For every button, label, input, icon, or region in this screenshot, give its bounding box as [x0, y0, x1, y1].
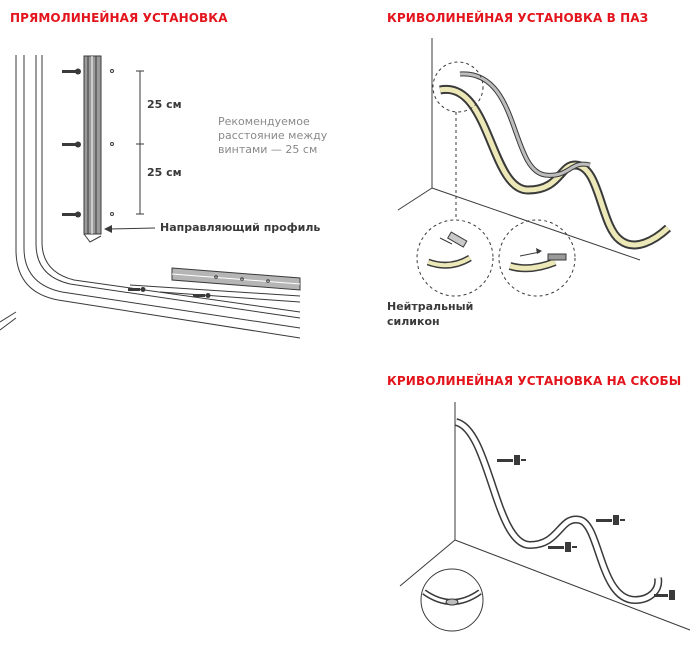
screw-icon: [62, 68, 81, 218]
silicone-label: Нейтральный силикон: [387, 299, 473, 329]
screw-icon: [128, 287, 211, 298]
silicone-label-line: Нейтральный: [387, 300, 474, 313]
spacing-label-top: 25 см: [147, 98, 182, 111]
profile-pointer-arrow: [104, 225, 156, 233]
vertical-guide-profile: [83, 55, 102, 243]
bracket-icon: [497, 455, 675, 600]
bracket-detail: [420, 568, 484, 632]
guide-profile-label: Направляющий профиль: [160, 221, 321, 234]
recommendation-note: Рекомендуемое расстояние между винтами —…: [218, 115, 327, 157]
led-strip-wave: [439, 71, 672, 250]
section-title-curved-groove: КРИВОЛИНЕЙНАЯ УСТАНОВКА В ПАЗ: [387, 11, 649, 25]
wall-floor: [397, 38, 641, 261]
screw-hole-markers: [214, 275, 270, 283]
section-title-curved-brackets: КРИВОЛИНЕЙНАЯ УСТАНОВКА НА СКОБЫ: [387, 374, 682, 388]
wall-floor: [399, 402, 691, 631]
wall-frame: [0, 55, 301, 339]
silicone-label-line: силикон: [387, 315, 440, 328]
section-title-straight: ПРЯМОЛИНЕЙНАЯ УСТАНОВКА: [10, 11, 228, 25]
note-line: винтами — 25 см: [218, 143, 318, 156]
spacing-label-bottom: 25 см: [147, 166, 182, 179]
screw-hole-markers: [110, 69, 114, 216]
insert-detail: [508, 248, 567, 273]
note-line: расстояние между: [218, 129, 328, 142]
detail-callouts: [416, 61, 576, 297]
silicone-detail: [426, 231, 472, 269]
led-strip-wave: [454, 418, 663, 605]
note-line: Рекомендуемое: [218, 115, 310, 128]
horizontal-guide-profile: [129, 267, 301, 303]
dimension-line: [136, 70, 144, 215]
